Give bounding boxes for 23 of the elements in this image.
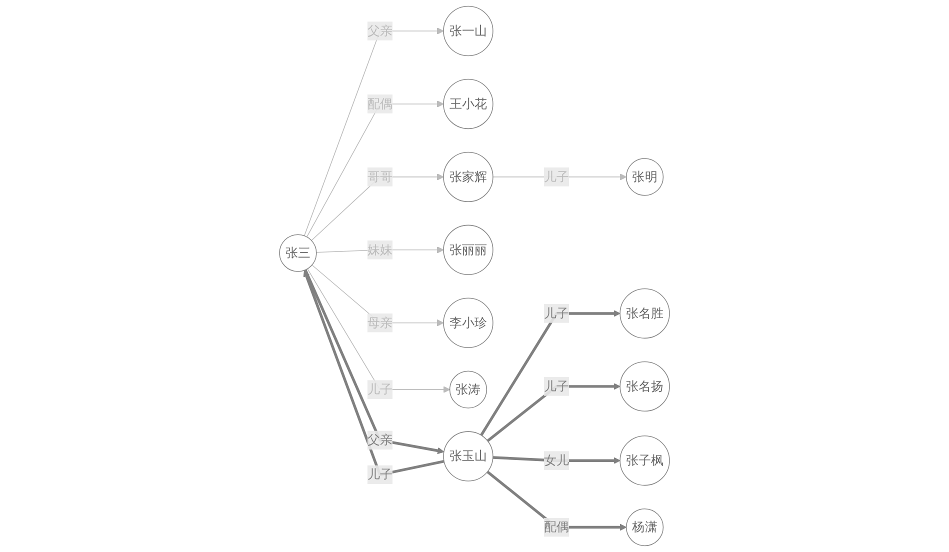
node-circle: 李小珍 — [443, 298, 494, 348]
node-circle: 王小花 — [443, 78, 494, 130]
arrow — [306, 100, 444, 238]
edge-label: 儿子 — [367, 466, 393, 482]
edge-label: 父亲 — [367, 432, 393, 448]
node-circle: 张名扬 — [620, 361, 670, 412]
node-circle: 张家辉 — [443, 152, 494, 202]
node-circle: 张子枫 — [620, 435, 670, 486]
edge-label: 儿子 — [544, 378, 570, 394]
arrow — [304, 28, 444, 236]
node-circle: 张明 — [626, 158, 664, 196]
node-circle: 张名胜 — [620, 288, 670, 339]
node-circle: 张丽丽 — [443, 224, 494, 276]
node-circle: 张玉山 — [443, 431, 494, 482]
node-circle: 张三 — [279, 234, 317, 272]
edge-label: 儿子 — [544, 306, 570, 321]
node-circle: 张一山 — [443, 6, 494, 56]
node-circle: 张涛 — [449, 370, 488, 408]
arrow — [307, 268, 450, 394]
edge-label: 女儿 — [544, 452, 570, 468]
arrow — [480, 310, 620, 436]
edge-label: 配偶 — [544, 519, 570, 534]
node-circle: 杨潇 — [626, 508, 664, 546]
